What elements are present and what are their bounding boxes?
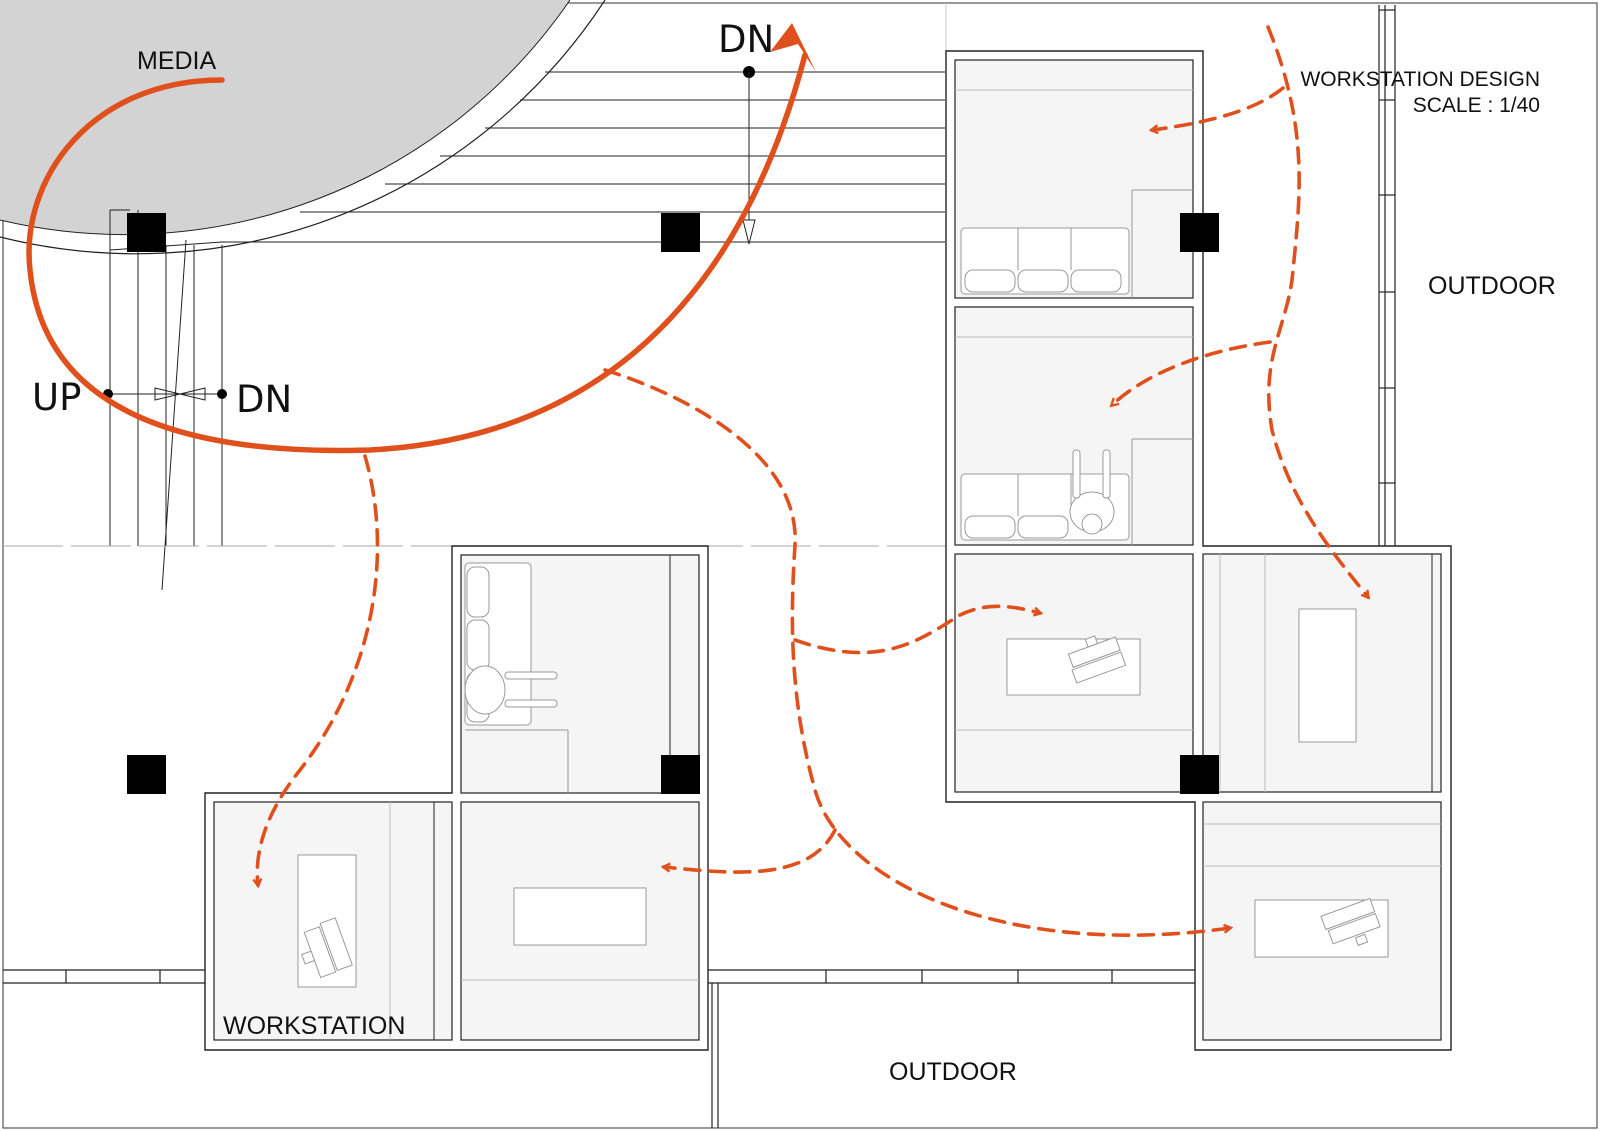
stair-dn-dot xyxy=(217,389,227,399)
workstation-label: WORKSTATION xyxy=(223,1012,405,1040)
main-flow-arrow xyxy=(26,23,816,454)
flow-arrowhead-icon xyxy=(770,23,816,72)
desk-icon xyxy=(1298,608,1357,743)
stair-up-label: UP xyxy=(32,376,81,419)
seated-person-icon xyxy=(1069,449,1115,535)
ramp-down-indicator xyxy=(742,66,756,245)
computer-icon xyxy=(301,917,353,979)
columns xyxy=(127,213,1219,794)
computer-icon xyxy=(1067,635,1127,684)
stair xyxy=(108,209,223,591)
title-line-1: WORKSTATION DESIGN xyxy=(1300,68,1540,91)
module-group-left xyxy=(204,545,709,1051)
outdoor-right-label: OUTDOOR xyxy=(1428,272,1556,300)
title-line-2: SCALE : 1/40 xyxy=(1413,94,1540,117)
media-label: MEDIA xyxy=(137,47,217,75)
outdoor-bottom-label: OUTDOOR xyxy=(889,1058,1017,1086)
circulation-arrows xyxy=(257,25,1368,937)
media-zone xyxy=(0,0,606,255)
right-railing xyxy=(1378,5,1396,546)
seated-person-icon xyxy=(464,665,558,715)
module-group-right xyxy=(945,50,1452,1051)
sofa-icon xyxy=(960,227,1130,295)
table-icon xyxy=(513,887,647,946)
computer-icon xyxy=(1320,897,1381,946)
bottom-railing xyxy=(3,969,1195,1128)
drawing-title: WORKSTATION DESIGN SCALE : 1/40 xyxy=(1300,68,1540,117)
ramp-dn-label: DN xyxy=(718,18,774,61)
stair-dn-label: DN xyxy=(236,378,292,421)
